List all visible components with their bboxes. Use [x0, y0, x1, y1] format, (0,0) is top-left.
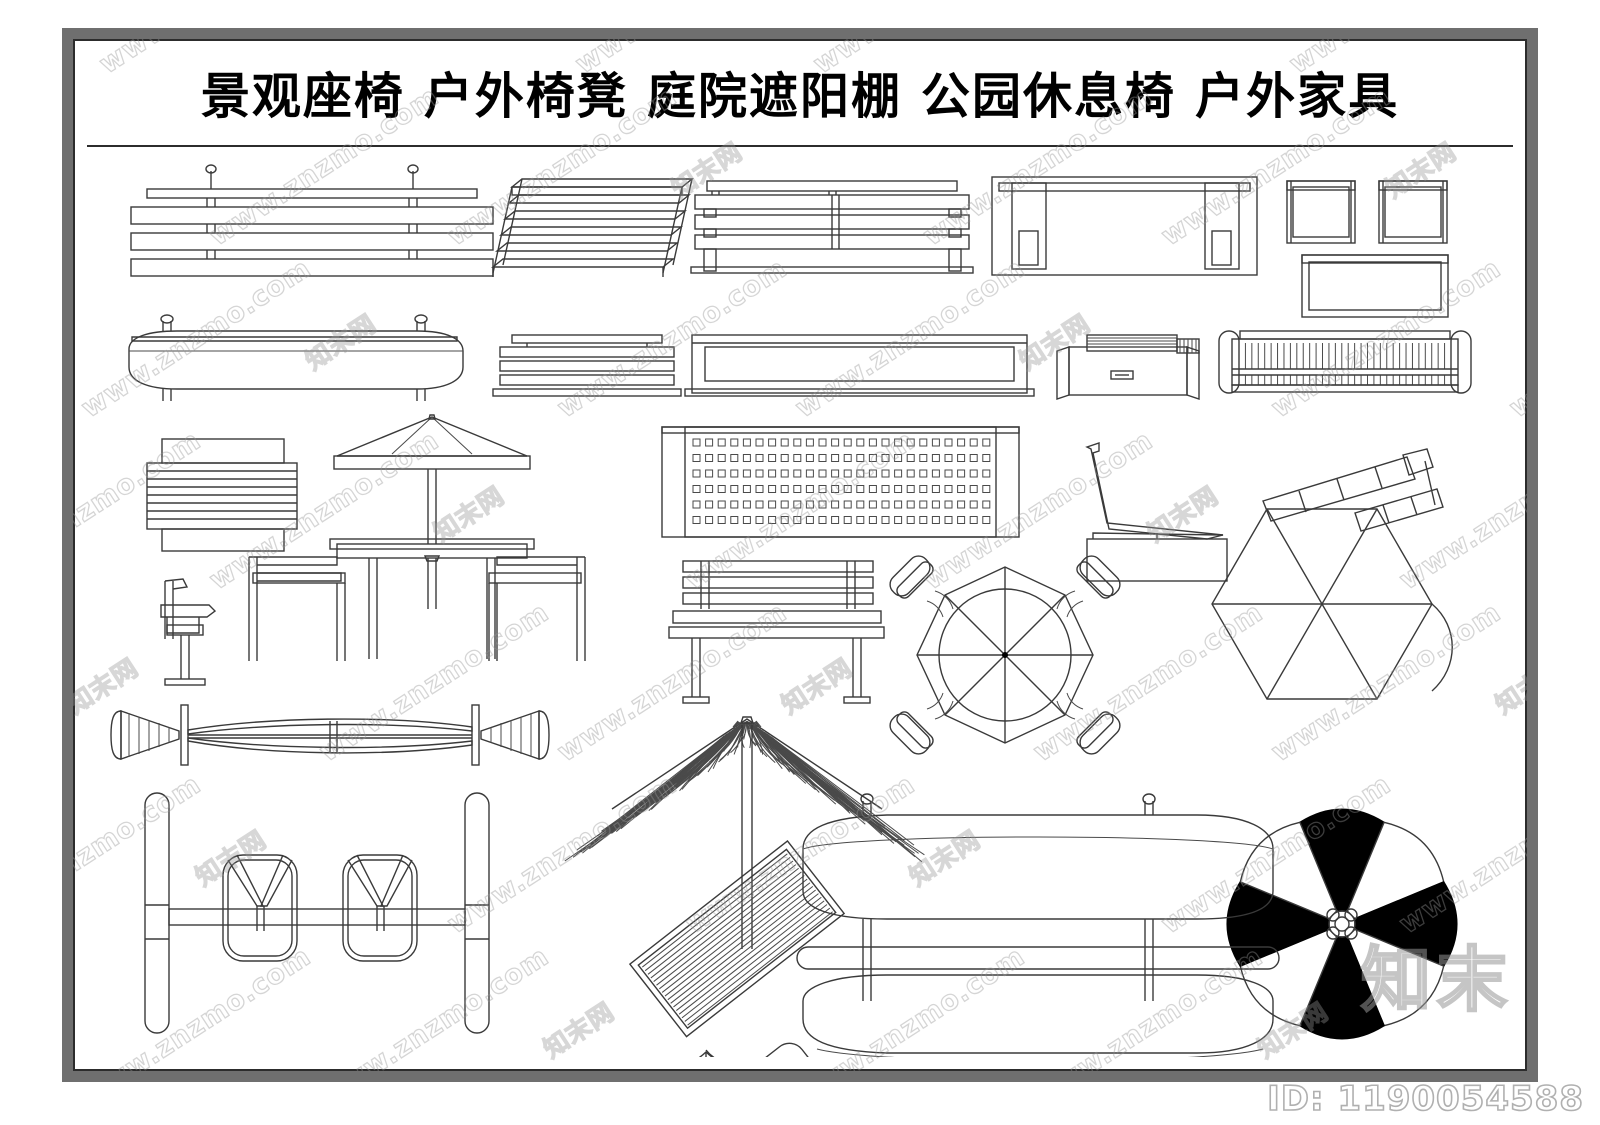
- bench-vertical-slats: [1238, 343, 1452, 385]
- slat-bench-perspective: [491, 178, 694, 277]
- perforation-grid: [692, 438, 991, 524]
- planter-hatch: [1087, 337, 1177, 348]
- swing-seat-left: [222, 854, 298, 962]
- planter-comb: [1179, 339, 1197, 353]
- brand-watermark: 知末: [1360, 938, 1513, 1023]
- stacked-slat-lines: [147, 470, 297, 520]
- vertical-slat-bench: [1218, 330, 1472, 394]
- drawing-canvas: [87, 149, 1513, 1057]
- sun-lounger-with-person-plan: [628, 840, 846, 1057]
- park-bench-with-back: [668, 560, 885, 704]
- lounger-umbrella-plan: [698, 1049, 715, 1057]
- perforated-metal-bench: [661, 426, 1020, 538]
- lounge-chair-side: [1085, 442, 1228, 582]
- oval-bench-plan: [128, 314, 464, 401]
- chair-bottom-right: [1056, 692, 1121, 755]
- bench-with-legs-elevation: [690, 180, 974, 274]
- stacked-slat-seat: [146, 438, 298, 552]
- lounger-slats: [642, 853, 833, 1026]
- page-title: 景观座椅 户外椅凳 庭院遮阳棚 公园休息椅 户外家具: [200, 67, 1400, 125]
- title-divider: [87, 145, 1513, 147]
- box-bench-elevation: [991, 176, 1258, 276]
- short-slat-bench: [492, 334, 682, 397]
- drawing-frame: 景观座椅 户外椅凳 庭院遮阳棚 公园休息椅 户外家具: [62, 28, 1538, 1082]
- umbrella-table-set-elevation: [248, 414, 586, 661]
- double-swing-bench-plan: [144, 792, 490, 1034]
- swing-seat-right: [342, 854, 418, 962]
- slat-bench-front-elevation: [130, 164, 494, 277]
- umbrella-support-arm: [1262, 448, 1444, 532]
- single-armchair-side: [160, 578, 217, 686]
- long-rect-bench: [684, 334, 1035, 397]
- stool-pair-and-table: [1286, 180, 1449, 318]
- hammock-plan: [110, 704, 550, 766]
- document-id: ID: 1190054588: [1266, 1078, 1584, 1120]
- thatch-umbrella-elevation: [564, 716, 925, 949]
- hammock-left-ribs: [128, 713, 170, 757]
- chair-bottom-left: [889, 692, 954, 755]
- pinwheel-umbrella-plan: [1226, 808, 1458, 1040]
- hexagon-umbrella-plan: [1211, 448, 1453, 700]
- round-table-four-chairs-plan: [889, 555, 1121, 755]
- thatch-fringe: [564, 720, 925, 863]
- planter-bench-unit: [1056, 334, 1200, 400]
- hammock-right-ribs: [490, 713, 532, 757]
- drawing-frame-inner-border: [73, 39, 1527, 1071]
- chair-top-left: [889, 555, 954, 618]
- sheet-title-band: 景观座椅 户外椅凳 庭院遮阳棚 公园休息椅 户外家具: [87, 53, 1513, 131]
- chair-top-right: [1056, 555, 1121, 618]
- double-oval-bench-plan: [796, 793, 1280, 1057]
